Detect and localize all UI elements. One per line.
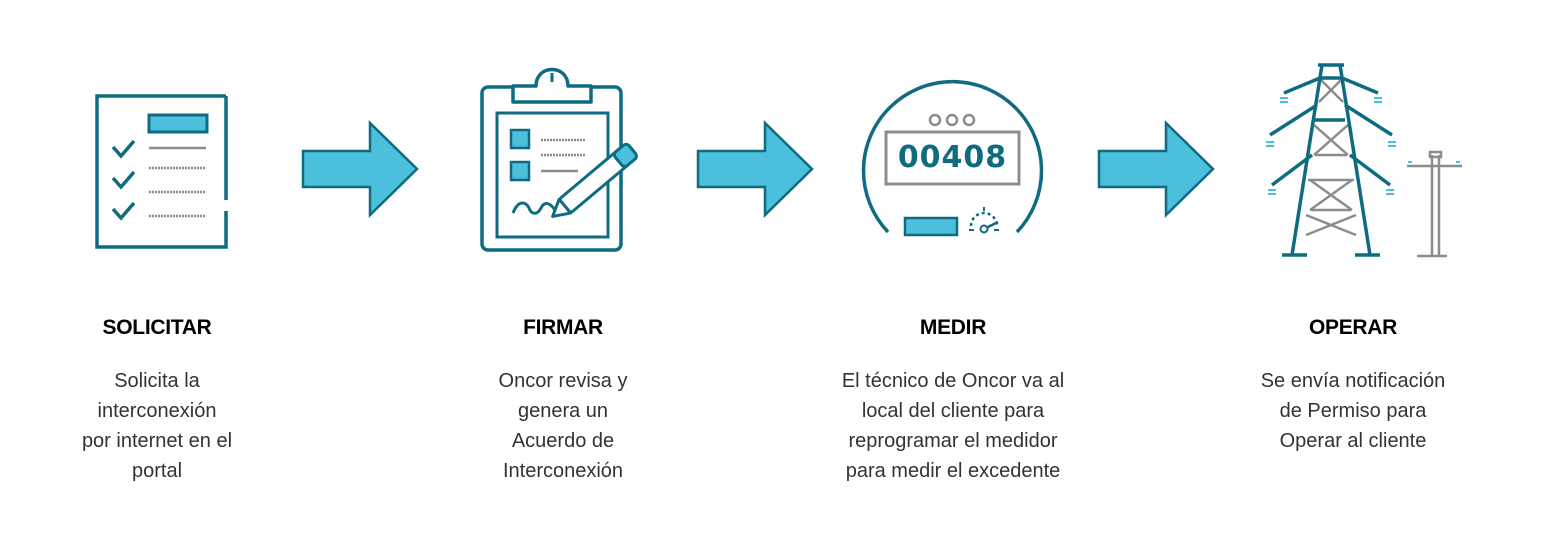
desc-line: Se envía notificación	[1260, 370, 1446, 392]
right-arrow-icon	[301, 120, 419, 218]
desc-line: para medir el excedente	[845, 460, 1061, 482]
desc-line: portal	[131, 460, 183, 482]
desc-line: reprogramar el medidor	[848, 430, 1058, 452]
desc-line: de Permiso para	[1279, 400, 1427, 422]
checklist-icon	[95, 94, 228, 249]
step-desc-firmar: Oncor revisa y genera un Acuerdo de Inte…	[443, 366, 683, 486]
desc-line: local del cliente para	[861, 400, 1045, 422]
desc-line: Oncor revisa y	[498, 370, 628, 392]
transmission-tower-icon	[1266, 63, 1462, 258]
desc-line: Operar al cliente	[1279, 430, 1427, 452]
meter-icon: 00408	[855, 70, 1050, 240]
meter-reading: 00408	[897, 140, 1008, 175]
desc-line: interconexión	[97, 400, 217, 422]
right-arrow-icon	[1097, 120, 1215, 218]
desc-line: por internet en el	[81, 430, 233, 452]
step-title-firmar: FIRMAR	[523, 316, 603, 339]
step-title-operar: OPERAR	[1308, 316, 1398, 339]
desc-line: Acuerdo de	[511, 430, 615, 452]
right-arrow-icon	[696, 120, 814, 218]
step-desc-medir: El técnico de Oncor va al local del clie…	[803, 366, 1103, 486]
desc-line: El técnico de Oncor va al	[841, 370, 1065, 392]
step-title-medir: MEDIR	[919, 316, 987, 339]
step-title-solicitar: SOLICITAR	[102, 316, 212, 339]
clipboard-sign-icon	[480, 67, 638, 252]
desc-line: genera un	[517, 400, 609, 422]
desc-line: Interconexión	[502, 460, 624, 482]
step-desc-operar: Se envía notificación de Permiso para Op…	[1213, 366, 1493, 456]
desc-line: Solicita la	[114, 370, 200, 392]
step-desc-solicitar: Solicita la interconexión por internet e…	[37, 366, 277, 486]
